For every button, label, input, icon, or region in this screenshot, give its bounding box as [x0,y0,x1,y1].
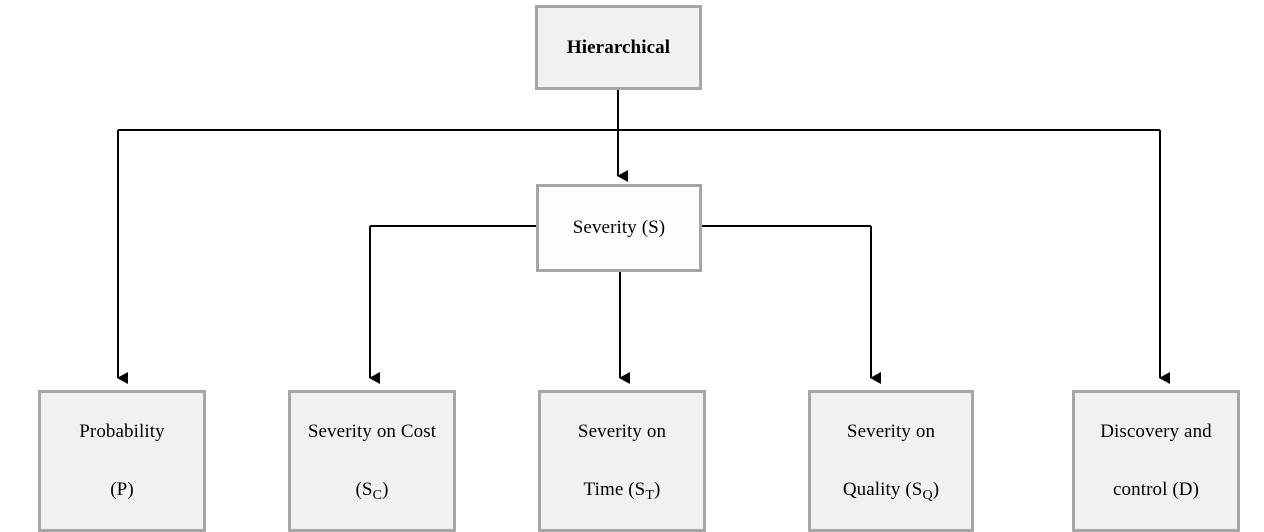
node-severity-on-cost-line-two: (SC) [355,479,389,503]
subscript-q: Q [922,486,933,503]
node-severity-on-quality-line-two: Quality (SQ) [842,479,940,503]
node-severity-on-time[interactable]: Severity on Time (ST) [538,390,706,532]
node-discovery-and-control-line-two: control (D) [1112,479,1200,500]
node-hierarchical[interactable]: Hierarchical [535,5,702,90]
node-discovery-and-control-line-one: Discovery and [1100,421,1212,443]
node-probability-line-two: (P) [110,479,134,500]
node-severity-on-cost[interactable]: Severity on Cost (SC) [288,390,456,532]
node-severity-on-quality-line-one: Severity on [846,421,936,443]
node-severity-on-time-line-one: Severity on [577,421,667,443]
subscript-c: C [372,486,383,503]
node-discovery-and-control[interactable]: Discovery and control (D) [1072,390,1240,532]
node-hierarchical-label: Hierarchical [566,36,671,58]
node-probability-line-one: Probability [79,421,165,443]
subscript-t: T [645,486,655,503]
node-severity-on-quality[interactable]: Severity on Quality (SQ) [808,390,974,532]
node-probability[interactable]: Probability (P) [38,390,206,532]
node-severity[interactable]: Severity (S) [536,184,702,272]
node-severity-on-time-line-two: Time (ST) [583,479,661,503]
node-severity-on-cost-line-one: Severity on Cost [307,421,437,443]
node-severity-label: Severity (S) [572,217,666,239]
